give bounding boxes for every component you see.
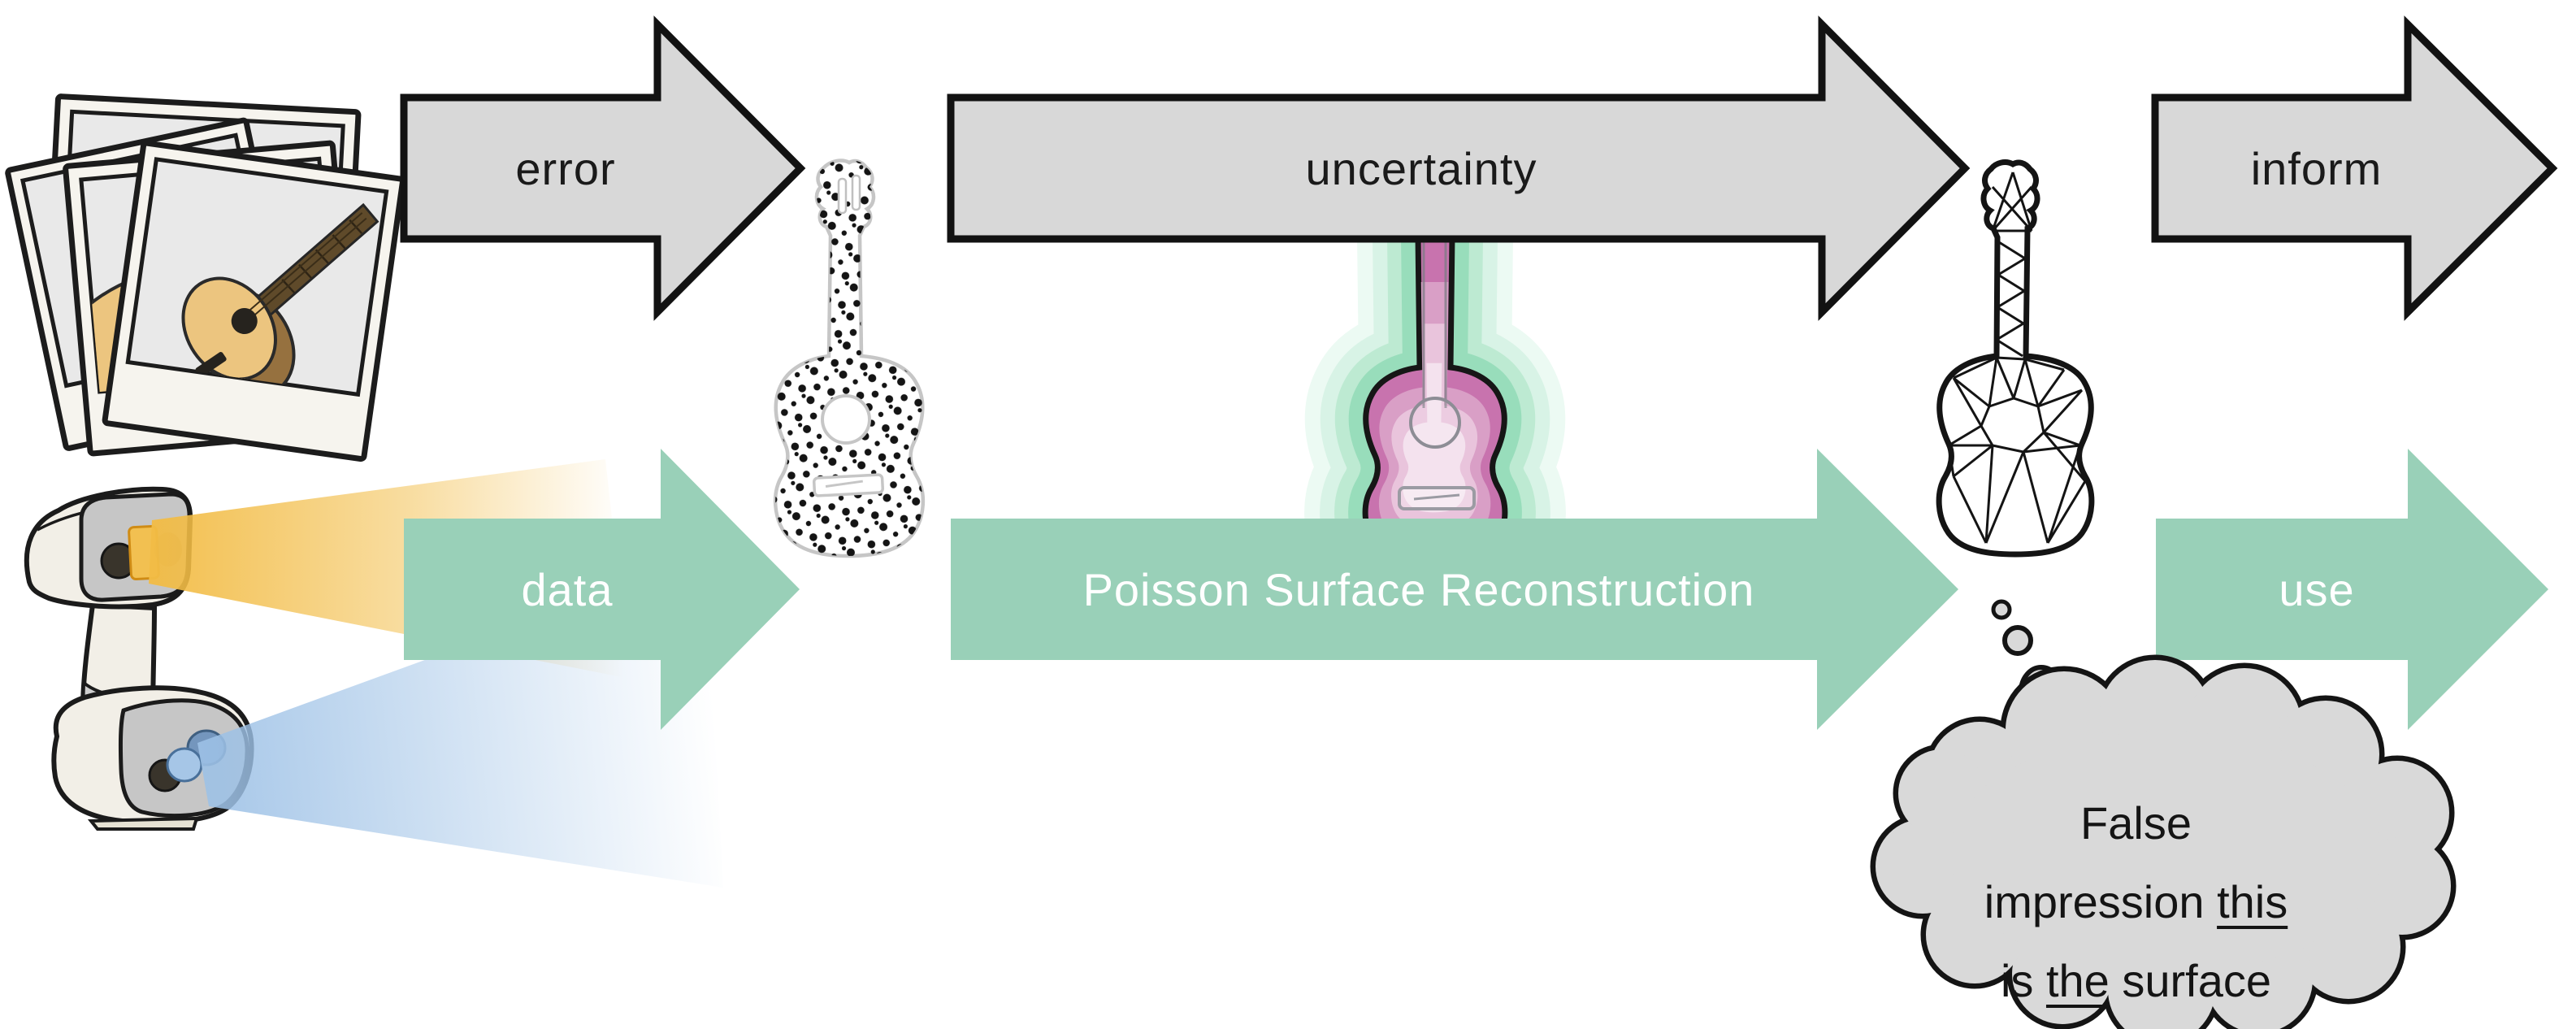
thought-bubble-medium (2002, 625, 2033, 656)
point-cloud-guitar-icon (773, 158, 926, 558)
pipeline-arrows (400, 15, 2558, 730)
photographed-guitar (181, 202, 379, 395)
use-arrow (2156, 449, 2548, 730)
data-arrow (404, 449, 800, 730)
scanner-blue-lens (166, 747, 203, 783)
inform-arrow (2151, 15, 2558, 321)
thought-bubble-small (1991, 599, 2012, 620)
guitar-photos-icon (5, 93, 405, 462)
uncertainty-glow-guitar-icon (1365, 236, 1505, 567)
wireframe-mesh-guitar-icon (1936, 159, 2095, 558)
thought-cloud-icon (1876, 599, 2451, 1029)
uncertainty-arrow (947, 15, 1971, 321)
error-arrow (400, 15, 806, 321)
poisson-arrow (951, 449, 1958, 730)
